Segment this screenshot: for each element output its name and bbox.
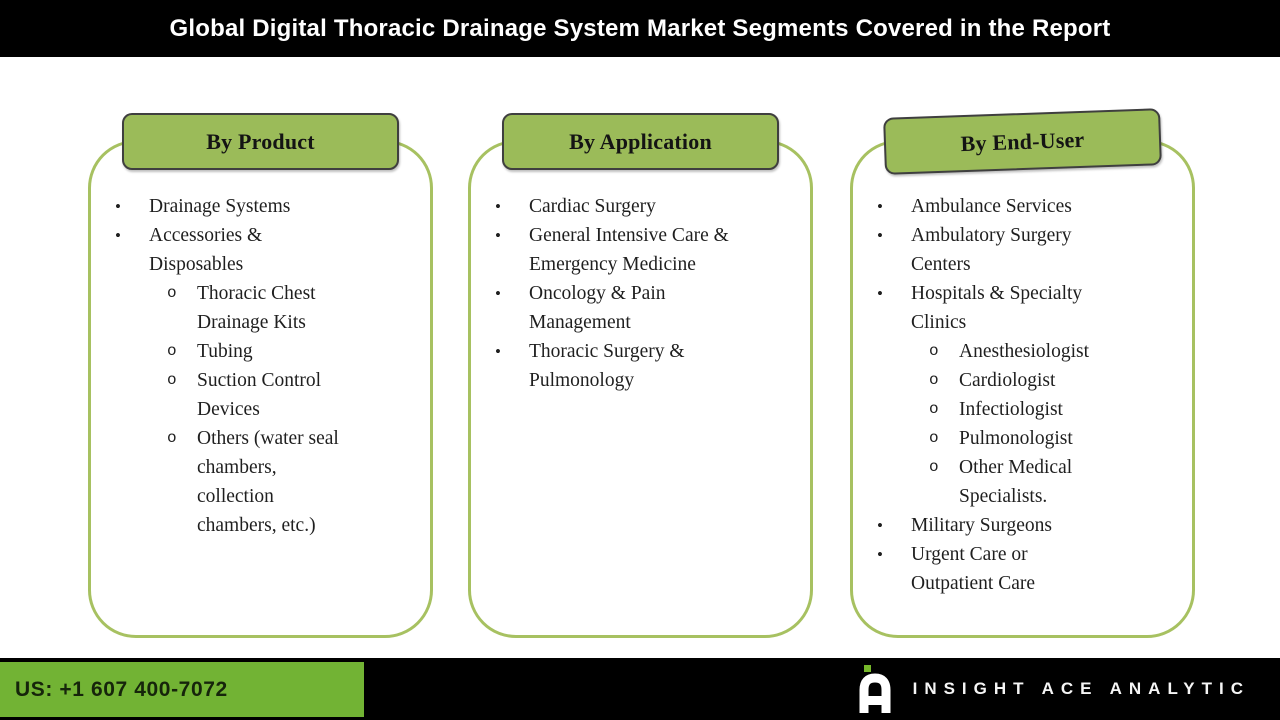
brand-block: INSIGHT ACE ANALYTIC <box>857 658 1250 720</box>
list-item-text: Hospitals & Specialty Clinics <box>911 283 1083 333</box>
card-outline <box>850 140 1195 638</box>
bullet-icon: • <box>877 545 883 564</box>
list-item: • Ambulance Services <box>877 192 1187 221</box>
circle-marker-icon: o <box>929 458 939 476</box>
circle-marker-icon: o <box>929 371 939 389</box>
list-item-text: Urgent Care or Outpatient Care <box>911 544 1035 594</box>
sub-list-item: o Thoracic Chest Drainage Kits <box>167 279 425 337</box>
list-item-row: • Military Surgeons <box>877 511 1187 540</box>
bullet-icon: • <box>495 342 501 361</box>
bullet-icon: • <box>877 197 883 216</box>
sub-list-item: o Suction Control Devices <box>167 366 425 424</box>
card-header-label: By Application <box>569 128 712 154</box>
list-item: • Urgent Care or Outpatient Care <box>877 540 1187 598</box>
card-header-tab-by-application: By Application <box>502 113 779 170</box>
list-item: • Military Surgeons <box>877 511 1187 540</box>
sub-list-item-text: Others (water seal chambers, collection … <box>197 428 339 536</box>
list-item-text: Ambulatory Surgery Centers <box>911 225 1072 275</box>
list-item-row: • Cardiac Surgery <box>495 192 805 221</box>
list-item-row: • General Intensive Care & Emergency Medi… <box>495 221 805 279</box>
circle-marker-icon: o <box>929 342 939 360</box>
circle-marker-icon: o <box>929 400 939 418</box>
sub-list-item-text: Pulmonologist <box>959 428 1073 449</box>
card-outline <box>88 140 433 638</box>
list-item-row: • Thoracic Surgery & Pulmonology <box>495 337 805 395</box>
sub-list-item: o Cardiologist <box>929 366 1187 395</box>
list-item-text: Accessories & Disposables <box>149 225 263 275</box>
sub-list-item: o Pulmonologist <box>929 424 1187 453</box>
bullet-list-by-end-user: • Ambulance Services • Ambulatory Surgery C… <box>877 192 1187 598</box>
list-item-text: Drainage Systems <box>149 196 291 217</box>
list-item-text: Cardiac Surgery <box>529 196 656 217</box>
list-item-row: • Ambulance Services <box>877 192 1187 221</box>
sub-list-item-text: Anesthesiologist <box>959 341 1089 362</box>
phone-number: US: +1 607 400-7072 <box>15 677 228 701</box>
footer-bar: US: +1 607 400-7072 INSIGHT ACE ANALYTIC <box>0 658 1280 720</box>
bullet-icon: • <box>495 226 501 245</box>
bullet-icon: • <box>115 226 121 245</box>
sub-list-item-text: Cardiologist <box>959 370 1056 391</box>
list-item-text: Ambulance Services <box>911 196 1072 217</box>
phone-banner: US: +1 607 400-7072 <box>0 662 364 717</box>
sub-list-item: o Tubing <box>167 337 425 366</box>
card-outline <box>468 140 813 638</box>
title-bar: Global Digital Thoracic Drainage System … <box>0 0 1280 57</box>
circle-marker-icon: o <box>929 429 939 447</box>
list-item: • Cardiac Surgery <box>495 192 805 221</box>
bullet-icon: • <box>877 284 883 303</box>
bullet-list-by-product: • Drainage Systems • Accessories & Disposab… <box>115 192 425 540</box>
sub-list-item: o Infectiologist <box>929 395 1187 424</box>
sub-list-item-text: Thoracic Chest Drainage Kits <box>197 283 316 333</box>
list-item-row: • Accessories & Disposables <box>115 221 425 279</box>
list-item: • Hospitals & Specialty Clinics o Anesthesi… <box>877 279 1187 511</box>
circle-marker-icon: o <box>167 342 177 360</box>
circle-marker-icon: o <box>167 429 177 447</box>
list-item-row: • Urgent Care or Outpatient Care <box>877 540 1187 598</box>
segment-card-by-application: • Cardiac Surgery • General Intensive Care … <box>468 113 813 638</box>
list-item-row: • Hospitals & Specialty Clinics <box>877 279 1187 337</box>
bullet-icon: • <box>877 516 883 535</box>
list-item: • Oncology & Pain Management <box>495 279 805 337</box>
list-item-row: • Ambulatory Surgery Centers <box>877 221 1187 279</box>
segment-card-by-product: • Drainage Systems • Accessories & Disposab… <box>88 113 433 638</box>
list-item: • Ambulatory Surgery Centers <box>877 221 1187 279</box>
bullet-list-by-application: • Cardiac Surgery • General Intensive Care … <box>495 192 805 395</box>
circle-marker-icon: o <box>167 371 177 389</box>
circle-marker-icon: o <box>167 284 177 302</box>
brand-logo-icon <box>859 665 891 713</box>
card-header-tab-by-product: By Product <box>122 113 399 170</box>
list-item-text: Military Surgeons <box>911 515 1053 536</box>
segment-card-by-end-user: • Ambulance Services • Ambulatory Surgery C… <box>850 108 1195 638</box>
list-item-text: Thoracic Surgery & Pulmonology <box>529 341 685 391</box>
sub-list-item: o Other Medical Specialists. <box>929 453 1187 511</box>
list-item-row: • Oncology & Pain Management <box>495 279 805 337</box>
bullet-icon: • <box>495 197 501 216</box>
sub-list-item-text: Infectiologist <box>959 399 1063 420</box>
brand-name: INSIGHT ACE ANALYTIC <box>912 679 1250 698</box>
bullet-icon: • <box>495 284 501 303</box>
card-header-tab-by-end-user: By End-User <box>883 108 1162 175</box>
card-header-label: By Product <box>206 128 315 154</box>
list-item-row: • Drainage Systems <box>115 192 425 221</box>
sub-list-item-text: Tubing <box>197 341 253 362</box>
list-item-text: Oncology & Pain Management <box>529 283 666 333</box>
sub-list-item: o Anesthesiologist <box>929 337 1187 366</box>
list-item: • General Intensive Care & Emergency Medi… <box>495 221 805 279</box>
bullet-icon: • <box>115 197 121 216</box>
card-header-label: By End-User <box>960 126 1085 156</box>
sub-list-item-text: Suction Control Devices <box>197 370 322 420</box>
list-item: • Drainage Systems <box>115 192 425 221</box>
bullet-icon: • <box>877 226 883 245</box>
list-item: • Thoracic Surgery & Pulmonology <box>495 337 805 395</box>
sub-list-item: o Others (water seal chambers, collection… <box>167 424 425 540</box>
list-item-text: General Intensive Care & Emergency Medic… <box>529 225 729 275</box>
page-title: Global Digital Thoracic Drainage System … <box>169 14 1111 42</box>
sub-list-item-text: Other Medical Specialists. <box>959 457 1073 507</box>
list-item: • Accessories & Disposables o Thoracic Ches… <box>115 221 425 540</box>
